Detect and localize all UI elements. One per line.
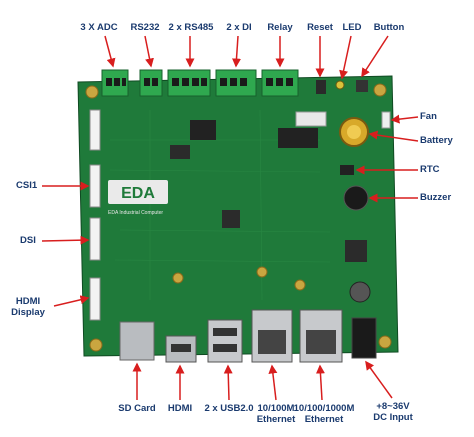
csi1-connector	[89, 164, 101, 208]
label-buzzer: Buzzer	[420, 192, 452, 203]
label-relay: Relay	[267, 22, 293, 33]
label-dsi: DSI	[20, 235, 36, 246]
label-rs485: 2 x RS485	[168, 22, 214, 33]
dsi-connector	[89, 217, 101, 261]
reset-button-part	[316, 80, 326, 94]
label-di: 2 x DI	[226, 22, 252, 33]
label-hdmi-display: HDMI Display	[4, 296, 52, 318]
fan-header	[381, 111, 391, 129]
di-connector	[215, 69, 257, 97]
label-battery: Battery	[420, 135, 453, 146]
label-csi1: CSI1	[16, 180, 38, 191]
label-sd-card: SD Card	[118, 403, 156, 414]
label-usb: 2 x USB2.0	[204, 403, 254, 414]
rtc-chip	[340, 165, 354, 175]
label-led: LED	[342, 22, 362, 33]
label-dc-input: +8~36V DC Input	[363, 401, 423, 423]
label-dc-input-line1: +8~36V	[376, 401, 410, 412]
label-rtc: RTC	[420, 164, 440, 175]
label-eth1000: 10/100/1000M Ethernet	[286, 403, 362, 425]
led-part	[335, 80, 345, 90]
hdmi-display-connector	[89, 277, 101, 321]
user-button-part	[356, 80, 368, 92]
dc-input-jack	[351, 317, 377, 359]
soc-chip	[190, 120, 216, 140]
usb-ports	[207, 319, 243, 363]
label-rs232: RS232	[130, 22, 160, 33]
board-logo: EDA	[121, 185, 155, 202]
buzzer-part	[343, 185, 369, 211]
label-eth1000-line1: 10/100/1000M	[293, 403, 355, 414]
label-hdmi: HDMI	[167, 403, 193, 414]
adc-connector	[101, 69, 129, 97]
relay-connector	[261, 69, 299, 97]
label-eth1000-line2: Ethernet	[304, 414, 344, 425]
label-reset: Reset	[307, 22, 333, 33]
label-eth100: 10/100M Ethernet	[246, 403, 306, 425]
label-adc: 3 X ADC	[80, 22, 118, 33]
board-silk-text: EDA Industrial Computer	[108, 210, 163, 216]
label-eth100-line1: 10/100M	[257, 403, 295, 414]
mounting-holes	[85, 83, 392, 352]
label-hdmi-display-line2: Display	[11, 307, 45, 318]
rs232-connector	[139, 69, 163, 97]
label-fan: Fan	[420, 111, 437, 122]
label-dc-input-line2: DC Input	[373, 412, 413, 423]
sd-card-slot	[119, 321, 155, 361]
callout-arrows	[41, 35, 419, 401]
rs485-connector	[167, 69, 211, 97]
label-eth100-line2: Ethernet	[256, 414, 296, 425]
label-hdmi-display-line1: HDMI	[15, 296, 41, 307]
label-button: Button	[373, 22, 405, 33]
